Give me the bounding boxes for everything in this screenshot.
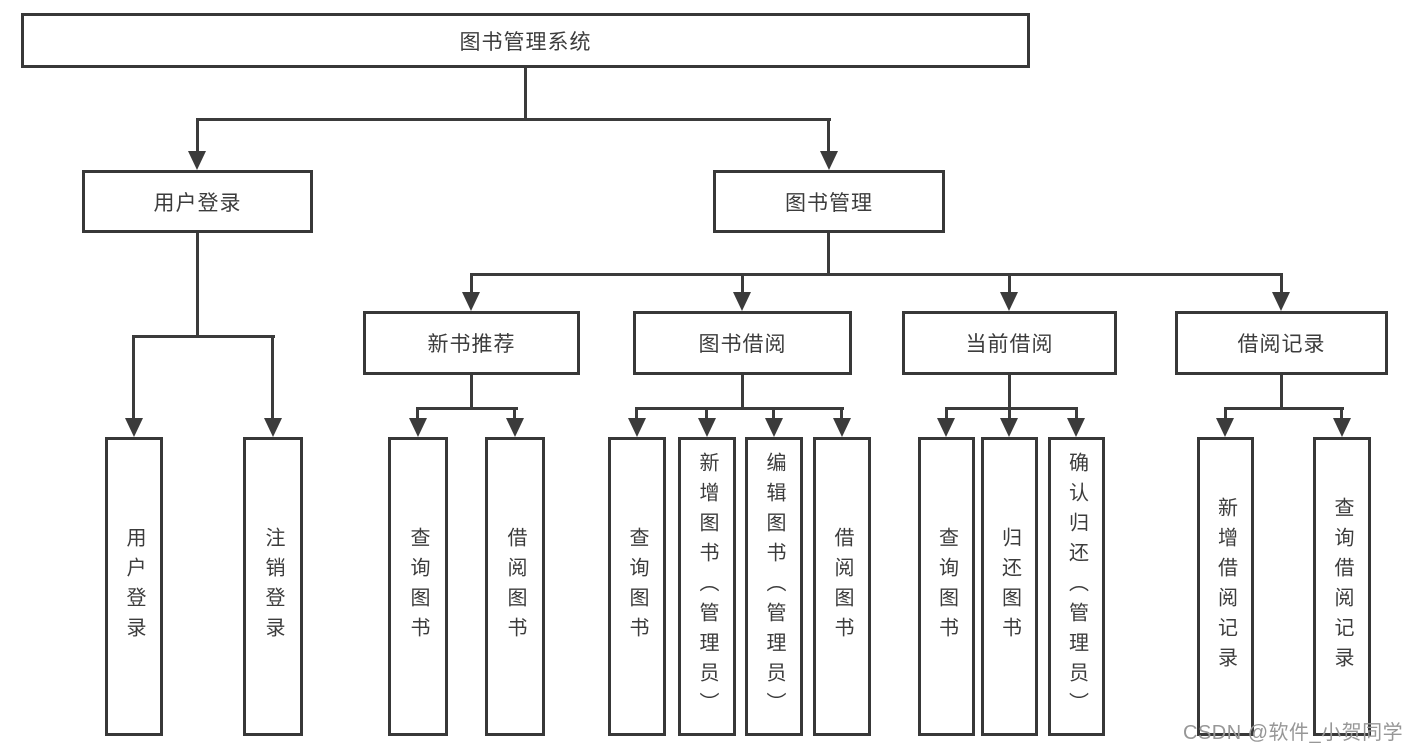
connector-line <box>132 335 275 338</box>
connector-line <box>196 233 199 338</box>
arrow-down-icon <box>1000 292 1018 311</box>
arrow-down-icon <box>264 418 282 437</box>
arrow-down-icon <box>1333 418 1351 437</box>
connector-line <box>1280 375 1283 410</box>
node-leaf-confirm-return-admin: 确认归还（管理员） <box>1048 437 1105 736</box>
connector-line <box>196 118 831 121</box>
connector-line <box>827 118 830 155</box>
node-label: 当前借阅 <box>965 333 1054 356</box>
connector-line <box>1075 407 1078 423</box>
connector-line <box>635 407 638 423</box>
node-current-borrowing: 当前借阅 <box>902 311 1117 375</box>
arrow-down-icon <box>409 418 427 437</box>
arrow-down-icon <box>765 418 783 437</box>
connector-line <box>1008 273 1011 296</box>
arrow-down-icon <box>698 418 716 437</box>
node-label: 编辑图书（管理员） <box>763 451 785 722</box>
connector-line <box>772 407 775 423</box>
connector-line <box>416 407 518 410</box>
arrow-down-icon <box>937 418 955 437</box>
csdn-watermark: CSDN @软件_小贺同学 <box>1183 722 1404 744</box>
arrow-down-icon <box>1067 418 1085 437</box>
arrow-down-icon <box>1000 418 1018 437</box>
arrow-down-icon <box>462 292 480 311</box>
connector-line <box>524 68 527 121</box>
node-leaf-add-book-admin: 新增图书（管理员） <box>678 437 736 736</box>
node-label: 新书推荐 <box>427 333 516 356</box>
node-label: 新增借阅记录 <box>1214 496 1237 677</box>
node-label: 查询图书 <box>935 526 958 647</box>
node-label: 新增图书（管理员） <box>696 451 718 722</box>
arrow-down-icon <box>820 151 838 170</box>
connector-line <box>470 375 473 410</box>
node-label: 归还图书 <box>998 526 1021 647</box>
connector-line <box>470 273 1283 276</box>
node-label: 借阅记录 <box>1237 333 1326 356</box>
arrow-down-icon <box>1272 292 1290 311</box>
node-new-book-recommend: 新书推荐 <box>363 311 580 375</box>
node-leaf-add-borrow-record: 新增借阅记录 <box>1197 437 1254 736</box>
connector-line <box>705 407 708 423</box>
node-leaf-query-book-recommend: 查询图书 <box>388 437 448 736</box>
node-leaf-query-book-current: 查询图书 <box>918 437 975 736</box>
arrow-down-icon <box>125 418 143 437</box>
arrow-down-icon <box>506 418 524 437</box>
arrow-down-icon <box>188 151 206 170</box>
connector-line <box>741 375 744 410</box>
node-leaf-borrow-book-borrowing: 借阅图书 <box>813 437 871 736</box>
node-library-system: 图书管理系统 <box>21 13 1030 68</box>
arrow-down-icon <box>1216 418 1234 437</box>
node-leaf-query-book-borrowing: 查询图书 <box>608 437 666 736</box>
connector-line <box>1224 407 1344 410</box>
connector-line <box>635 407 844 410</box>
connector-line <box>132 335 135 421</box>
node-label: 借阅图书 <box>831 526 853 647</box>
node-book-management: 图书管理 <box>713 170 945 233</box>
arrow-down-icon <box>628 418 646 437</box>
arrow-down-icon <box>733 292 751 311</box>
connector-line <box>827 233 830 276</box>
node-label: 用户登录 <box>123 526 145 647</box>
node-label: 注销登录 <box>262 526 284 647</box>
arrow-down-icon <box>833 418 851 437</box>
node-label: 图书借阅 <box>698 333 787 356</box>
connector-line <box>945 407 1078 410</box>
connector-line <box>1280 273 1283 296</box>
node-user-login: 用户登录 <box>82 170 313 233</box>
node-leaf-user-login: 用户登录 <box>105 437 163 736</box>
node-label: 查询图书 <box>626 526 648 647</box>
connector-line <box>1224 407 1227 423</box>
node-leaf-logout: 注销登录 <box>243 437 303 736</box>
connector-line <box>513 407 516 423</box>
connector-line <box>1340 407 1343 423</box>
node-leaf-edit-book-admin: 编辑图书（管理员） <box>745 437 803 736</box>
node-label: 查询图书 <box>407 526 429 647</box>
node-leaf-borrow-book-recommend: 借阅图书 <box>485 437 545 736</box>
connector-line <box>840 407 843 423</box>
node-borrow-records: 借阅记录 <box>1175 311 1388 375</box>
connector-line <box>1008 407 1011 423</box>
node-label: 用户登录 <box>153 191 242 215</box>
node-label: 确认归还（管理员） <box>1065 451 1088 722</box>
node-leaf-return-book: 归还图书 <box>981 437 1038 736</box>
connector-line <box>1008 375 1011 410</box>
node-label: 借阅图书 <box>504 526 526 647</box>
connector-line <box>470 273 473 296</box>
connector-line <box>416 407 419 423</box>
connector-line <box>945 407 948 423</box>
node-book-borrowing: 图书借阅 <box>633 311 852 375</box>
connector-line <box>196 118 199 155</box>
connector-line <box>271 335 274 421</box>
node-label: 图书管理系统 <box>459 30 592 54</box>
node-label: 图书管理 <box>785 191 873 215</box>
node-leaf-query-borrow-record: 查询借阅记录 <box>1313 437 1371 736</box>
node-label: 查询借阅记录 <box>1331 496 1353 677</box>
connector-line <box>741 273 744 296</box>
